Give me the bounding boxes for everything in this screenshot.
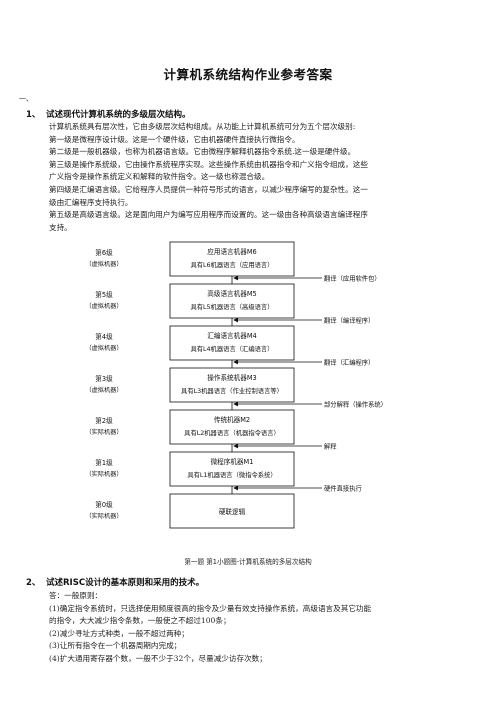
question-2-number: 2、 — [26, 578, 41, 588]
level-group: 第6级 （虚拟机器） 应用语言机器M6 具有L6机器语言（应用语言） 翻译（应用软件包） — [85, 241, 381, 284]
translation-label: 翻译（汇编程序） — [324, 357, 374, 366]
machine-name: 硬联逻辑 — [219, 507, 246, 516]
answer-line: 第一级是微程序设计级。这是一个硬件级，它由机器硬件直接执行微指令。 — [49, 134, 300, 144]
level-box — [169, 241, 295, 277]
level-kind: （虚拟机器） — [85, 386, 122, 394]
translation-label: 硬件直接执行 — [324, 483, 362, 492]
level-box — [169, 451, 295, 487]
answer-line: 广义指令是操作系统定义和解释的软件指令。这一级也称混合级。 — [49, 172, 270, 182]
level-group: 第1级 （实际机器） 微程序机器M1 具有L1机器语言（微指令系统） 硬件直接执行 — [85, 451, 362, 494]
answer-line: 级由汇编程序支持执行。 — [49, 197, 133, 207]
answer-line: 第三级是操作系统级，它由操作系统程序实现。这些操作系统由机器指令和广义指令组成，… — [49, 159, 368, 169]
question-1-text: 试述现代计算机系统的多级层次结构。 — [46, 110, 191, 120]
answer-line: 的指令，大大减少指令条数，一般使之不超过100条； — [49, 616, 231, 626]
level-kind: （实际机器） — [85, 512, 122, 520]
question-2-text: 试述RISC设计的基本原则和采用的技术。 — [46, 578, 205, 588]
level-group: 第2级 （实际机器） 传统机器M2 具有L2机器语言（机器指令语言） 解释 — [85, 409, 337, 452]
level-label: 第0级 — [95, 500, 113, 509]
machine-name: 微程序机器M1 — [211, 457, 254, 466]
level-label: 第2级 — [95, 416, 113, 425]
answer-line: 第二级是一般机器级，也称为机器语言级。它由微程序解释机器指令系统.这一级是硬件级… — [49, 147, 356, 157]
answer-line: (4)扩大通用寄存器个数，一般不少于32个，尽量减少访存次数； — [49, 653, 267, 663]
level-label: 第3级 — [95, 374, 113, 383]
machine-name: 应用语言机器M6 — [207, 247, 256, 256]
machine-language: 具有L1机器语言（微指令系统） — [187, 470, 276, 479]
level-label: 第5级 — [95, 290, 113, 299]
translation-label: 部分解释（操作系统） — [324, 399, 387, 408]
level-box — [169, 283, 295, 319]
question-1-heading: 1、试述现代计算机系统的多级层次结构。 — [26, 108, 191, 120]
answer-line: 计算机系统具有层次性，它由多级层次结构组成。从功能上计算机系统可分为五个层次级别… — [49, 122, 356, 131]
question-2-answer: 答：一般原则： (1)确定指令系统时，只选择使用频度很高的指令及少量有效支持操作… — [49, 590, 474, 666]
machine-language: 具有L6机器语言（应用语言） — [190, 260, 273, 269]
level-kind: （实际机器） — [85, 428, 122, 436]
answer-line: 支持。 — [49, 222, 72, 232]
level-group: 第0级 （实际机器） 硬联逻辑 — [85, 493, 295, 529]
question-1-answer: 计算机系统具有层次性，它由多级层次结构组成。从功能上计算机系统可分为五个层次级别… — [49, 121, 474, 234]
level-box — [169, 325, 295, 361]
figure-caption: 第一题 第1小题图-计算机系统的多层次结构 — [184, 558, 312, 566]
answer-line: (3)让所有指令在一个机器周期内完成； — [49, 641, 182, 651]
machine-name: 高级语言机器M5 — [207, 289, 256, 298]
answer-line: 答：一般原则： — [49, 591, 103, 600]
translation-label: 翻译（应用软件包） — [324, 273, 381, 282]
translation-label: 翻译（编译程序） — [324, 315, 374, 324]
level-kind: （虚拟机器） — [85, 344, 122, 352]
level-box — [169, 409, 295, 445]
answer-line: 第四级是汇编语言级。它给程序人员提供一种符号形式的语言，以减少程序编写的复杂性。… — [49, 184, 368, 194]
question-1-number: 1、 — [26, 110, 41, 120]
section-mark: 一、 — [19, 95, 33, 103]
levels-layer: 第6级 （虚拟机器） 应用语言机器M6 具有L6机器语言（应用语言） 翻译（应用软件包）… — [85, 241, 387, 529]
level-group: 第3级 （虚拟机器） 操作系统机器M3 具有L3机器语言（作业控制语言等） 部分解释（操… — [85, 367, 387, 410]
answer-line: (2)减少寻址方式种类，一般不超过两种； — [49, 628, 189, 638]
machine-language: 具有L4机器语言（汇编语言） — [190, 344, 273, 353]
machine-name: 操作系统机器M3 — [207, 373, 256, 382]
answer-line: 第五级是高级语言级。这是面向用户为编写应用程序而设置的。这一级由各种高级语言编译… — [49, 210, 368, 220]
level-kind: （实际机器） — [85, 470, 122, 478]
level-kind: （虚拟机器） — [85, 260, 122, 268]
question-2-heading: 2、试述RISC设计的基本原则和采用的技术。 — [26, 576, 204, 588]
level-label: 第1级 — [95, 458, 113, 467]
machine-name: 传统机器M2 — [214, 415, 250, 424]
level-box — [169, 493, 295, 529]
level-label: 第6级 — [95, 248, 113, 257]
page-title: 计算机系统结构作业参考答案 — [163, 67, 333, 82]
machine-language: 具有L3机器语言（作业控制语言等） — [181, 386, 283, 395]
machine-name: 汇编语言机器M4 — [207, 331, 256, 340]
machine-language: 具有L5机器语言（高级语言） — [190, 302, 273, 311]
level-group: 第5级 （虚拟机器） 高级语言机器M5 具有L5机器语言（高级语言） 翻译（编译程序） — [85, 283, 374, 326]
hierarchy-diagram-svg: 第6级 （虚拟机器） 应用语言机器M6 具有L6机器语言（应用语言） 翻译（应用软件包）… — [85, 241, 387, 529]
level-box — [169, 367, 295, 403]
translation-label: 解释 — [324, 441, 337, 450]
hierarchy-diagram: 第6级 （虚拟机器） 应用语言机器M6 具有L6机器语言（应用语言） 翻译（应用软件包）… — [82, 238, 422, 556]
level-label: 第4级 — [95, 332, 113, 341]
answer-line: (1)确定指令系统时，只选择使用频度很高的指令及少量有效支持操作系统，高级语言及… — [49, 603, 372, 613]
machine-language: 具有L2机器语言（机器指令语言） — [184, 428, 280, 437]
level-kind: （虚拟机器） — [85, 302, 122, 310]
level-group: 第4级 （虚拟机器） 汇编语言机器M4 具有L4机器语言（汇编语言） 翻译（汇编程序） — [85, 325, 374, 368]
